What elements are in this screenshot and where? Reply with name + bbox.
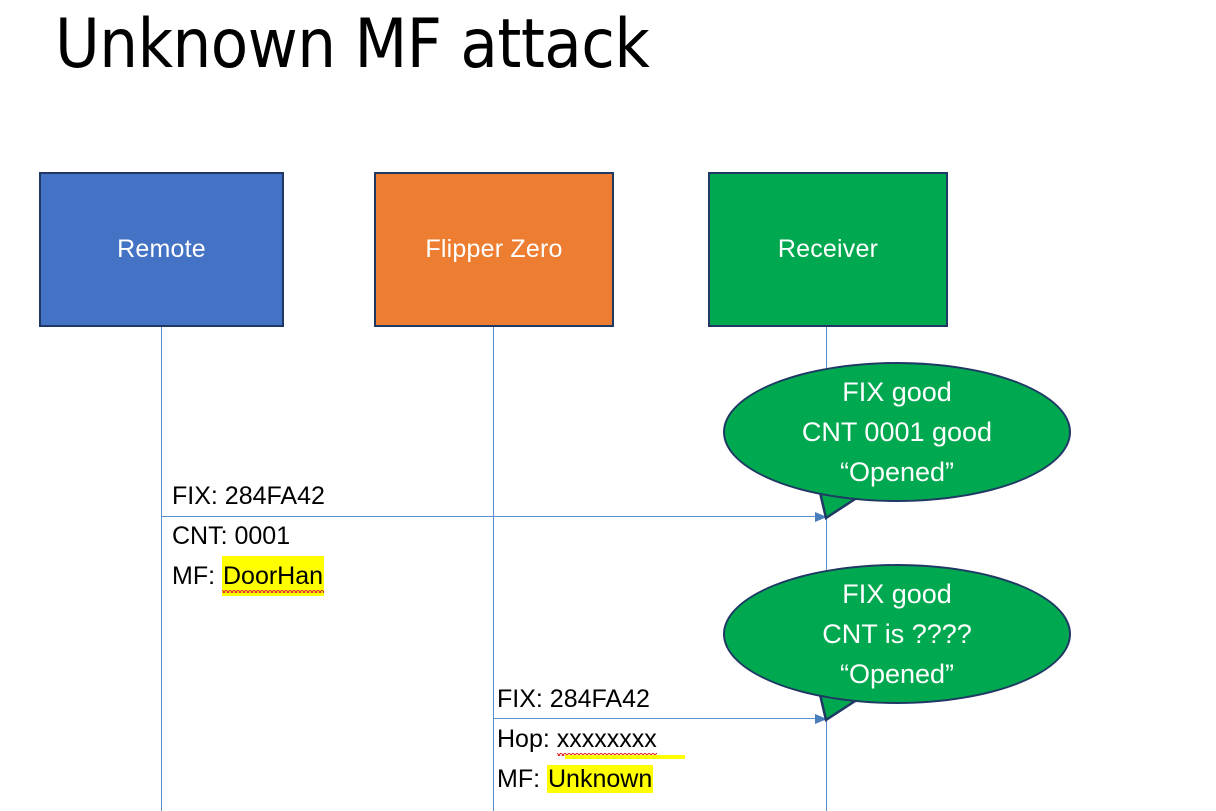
message-2-fix-value: 284FA42	[549, 685, 650, 713]
message-2-line-mf: MF: Unknown	[497, 759, 657, 799]
message-1-line-fix: FIX: 284FA42	[172, 476, 325, 516]
lifeline-flipper	[493, 327, 494, 811]
message-label-2: FIX: 284FA42 Hop: xxxxxxxx MF: Unknown	[497, 679, 685, 799]
message-1-cnt-value: 0001	[234, 522, 291, 550]
message-1-mf-value: DoorHan	[222, 556, 325, 596]
message-arrow-remote-to-receiver[interactable]	[162, 512, 827, 522]
message-2-line-hop: Hop: xxxxxxxx	[497, 719, 685, 759]
message-2-mf-prefix: MF:	[497, 765, 547, 793]
message-2-hop-prefix: Hop:	[497, 725, 557, 753]
speech-bubble-2-line-1: FIX good	[842, 579, 952, 609]
message-2-hop-highlight-strip	[565, 755, 685, 759]
actor-label-remote: Remote	[117, 235, 206, 263]
speech-bubble-1-line-2: CNT 0001 good	[801, 417, 993, 447]
actor-box-flipper[interactable]: Flipper Zero	[374, 172, 614, 327]
message-1-line-cnt: CNT: 0001	[172, 516, 325, 556]
speech-bubble-2-line-3: “Opened”	[839, 659, 955, 689]
lifeline-remote	[161, 327, 162, 811]
message-2-line-fix: FIX: 284FA42	[497, 679, 657, 719]
message-2-fix-prefix: FIX:	[497, 685, 550, 713]
message-1-cnt-prefix: CNT:	[172, 522, 235, 550]
speech-bubble-1-line-3: “Opened”	[839, 457, 955, 487]
message-2-mf-value: Unknown	[547, 765, 654, 793]
message-1-mf-prefix: MF:	[172, 562, 222, 590]
message-arrow-flipper-to-receiver[interactable]	[494, 714, 827, 724]
speech-bubble-1-line-1: FIX good	[842, 377, 952, 407]
message-1-fix-value: 284FA42	[224, 482, 325, 510]
message-1-fix-prefix: FIX:	[172, 482, 225, 510]
message-1-line-mf: MF: DoorHan	[172, 556, 325, 596]
message-2-hop-value: xxxxxxxx	[556, 719, 657, 759]
message-label-1: FIX: 284FA42 CNT: 0001 MF: DoorHan	[172, 476, 325, 596]
actor-box-receiver[interactable]: Receiver	[708, 172, 948, 327]
speech-bubble-2[interactable]: FIX good CNT is ???? “Opened”	[723, 564, 1071, 704]
actor-label-flipper: Flipper Zero	[425, 235, 563, 263]
actor-label-receiver: Receiver	[777, 235, 879, 263]
page-title: Unknown MF attack	[55, 5, 650, 84]
actor-box-remote[interactable]: Remote	[39, 172, 284, 327]
speech-bubble-2-line-2: CNT is ????	[822, 619, 972, 649]
speech-bubble-1[interactable]: FIX good CNT 0001 good “Opened”	[723, 362, 1071, 502]
